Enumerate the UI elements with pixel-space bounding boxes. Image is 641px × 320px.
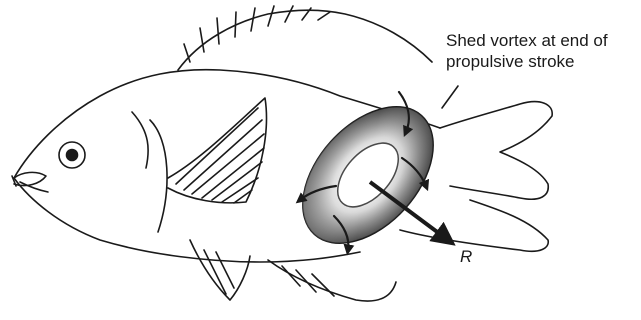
force-label: R	[460, 247, 472, 267]
dorsal-fin	[178, 6, 432, 70]
pelvic-fin	[190, 240, 250, 300]
gill-cover	[150, 120, 167, 232]
caudal-lobe-lower	[400, 200, 548, 251]
callout-line	[442, 86, 458, 108]
anal-fin	[268, 260, 396, 301]
caudal-fin	[440, 102, 552, 200]
fish-eye	[59, 142, 85, 168]
annotation-line-1: Shed vortex at end of	[446, 31, 608, 51]
vortex-ring	[277, 82, 458, 268]
pectoral-fin	[168, 98, 266, 203]
annotation-line-2: propulsive stroke	[446, 52, 575, 72]
